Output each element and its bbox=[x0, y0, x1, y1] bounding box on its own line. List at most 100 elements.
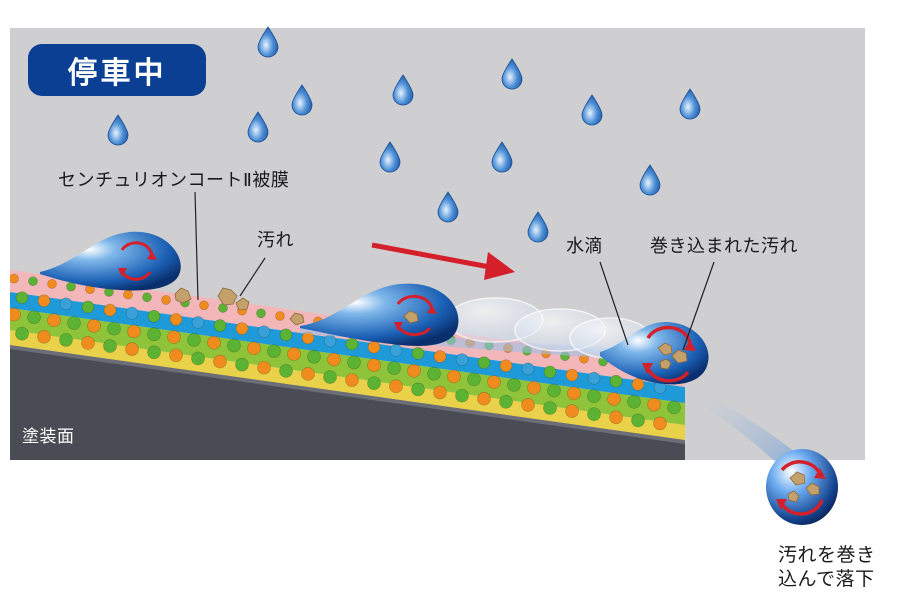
coating-particle bbox=[169, 313, 183, 326]
paint-surface-label: 塗装面 bbox=[22, 427, 75, 447]
coating-particle bbox=[455, 353, 469, 366]
coating-particle bbox=[81, 300, 95, 314]
rotation-arrows-icon bbox=[118, 241, 157, 281]
coating-particle bbox=[187, 333, 201, 347]
coating-particle bbox=[161, 295, 171, 305]
coating-particle bbox=[587, 371, 601, 385]
coating-particle bbox=[67, 316, 81, 330]
water-droplet-middle bbox=[300, 283, 459, 346]
coating-particle bbox=[81, 336, 95, 350]
falling-label-line1: 汚れを巻き bbox=[778, 544, 876, 566]
coating-particle bbox=[279, 328, 293, 342]
trapped-dirt-label: 巻き込まれた汚れ bbox=[650, 236, 798, 257]
coating-particle bbox=[191, 316, 205, 329]
coating-particle bbox=[147, 345, 161, 360]
coating-particle bbox=[307, 349, 321, 364]
coating-particle bbox=[547, 383, 561, 398]
coating-particle bbox=[631, 378, 645, 391]
coating-particle bbox=[587, 407, 601, 421]
coating-particle bbox=[411, 347, 425, 360]
water-drop-label: 水滴 bbox=[566, 236, 603, 257]
coating-particle bbox=[347, 355, 361, 370]
coating-particle bbox=[609, 374, 623, 388]
coating-particle bbox=[87, 319, 101, 333]
coating-particle bbox=[59, 297, 73, 311]
coating-particle bbox=[37, 329, 51, 344]
coating-particle bbox=[367, 358, 381, 373]
rain-drop-icon bbox=[291, 84, 313, 116]
coating-particle bbox=[275, 311, 285, 321]
falling-label: 汚れを巻き 込んで落下 bbox=[778, 544, 908, 592]
rain-drop-icon bbox=[247, 111, 269, 143]
coating-particle bbox=[27, 310, 41, 325]
coating-particle bbox=[607, 392, 621, 406]
coating-particle bbox=[107, 321, 121, 336]
coating-particle bbox=[59, 333, 73, 347]
coating-particle bbox=[279, 364, 293, 378]
coating-particle bbox=[467, 372, 481, 387]
coating-particle bbox=[653, 416, 667, 431]
coating-particle bbox=[213, 354, 227, 369]
coating-particle bbox=[301, 367, 315, 381]
coating-particle bbox=[191, 351, 205, 366]
rain-drops bbox=[107, 26, 701, 243]
coating-particle bbox=[407, 364, 421, 378]
coating-particle bbox=[47, 313, 61, 327]
coating-particle bbox=[213, 319, 227, 332]
coating-particle bbox=[587, 389, 601, 403]
coating-particle bbox=[367, 340, 381, 354]
coating-particle bbox=[142, 292, 152, 303]
coating-particle bbox=[235, 322, 249, 335]
coating-particle bbox=[103, 303, 117, 317]
coating-particle bbox=[543, 365, 557, 379]
coating-particle bbox=[543, 401, 557, 415]
coating-particle bbox=[447, 369, 461, 384]
coating-particle bbox=[487, 375, 501, 389]
rain-drop-icon bbox=[639, 164, 661, 196]
coating-particle bbox=[227, 338, 241, 353]
coating-particle bbox=[235, 357, 249, 372]
rain-drop-icon bbox=[501, 58, 523, 90]
coating-particle bbox=[10, 273, 19, 284]
rain-drop-icon bbox=[679, 88, 701, 120]
coating-particle bbox=[477, 356, 491, 370]
coating-particle bbox=[609, 410, 623, 425]
coating-particle bbox=[477, 391, 491, 406]
coating-particle bbox=[207, 335, 221, 350]
coating-particle bbox=[169, 348, 183, 363]
coating-particle bbox=[28, 276, 38, 287]
coating-particle bbox=[527, 380, 541, 395]
coating-particle bbox=[455, 388, 469, 403]
coating-particle bbox=[433, 385, 447, 400]
coating-particle bbox=[631, 413, 645, 428]
coating-particle bbox=[199, 300, 209, 311]
coating-particle bbox=[125, 306, 139, 320]
coating-particle bbox=[37, 294, 51, 308]
coating-particle bbox=[247, 341, 261, 356]
coating-particle bbox=[323, 370, 337, 384]
coating-particle bbox=[387, 361, 401, 375]
status-badge: 停車中 bbox=[28, 44, 206, 96]
coating-particle bbox=[103, 339, 117, 353]
rain-drop-icon bbox=[257, 26, 279, 58]
coating-particle bbox=[327, 352, 341, 367]
coating-particle bbox=[147, 309, 161, 323]
coating-particles bbox=[10, 273, 684, 431]
coating-particle bbox=[367, 376, 381, 391]
coating-particle bbox=[10, 307, 21, 322]
falling-label-line2: 込んで落下 bbox=[778, 567, 875, 590]
coating-particle bbox=[389, 344, 403, 357]
rain-drop-icon bbox=[491, 141, 513, 173]
coating-particle bbox=[256, 308, 266, 319]
coating-particle bbox=[411, 382, 425, 397]
coating-particle bbox=[521, 398, 535, 412]
coating-particle bbox=[267, 344, 281, 358]
paint-surface bbox=[10, 345, 685, 460]
rain-drop-icon bbox=[379, 141, 401, 173]
rain-drop-icon bbox=[437, 191, 459, 223]
coating-particle bbox=[433, 350, 447, 363]
coating-particle bbox=[565, 404, 579, 418]
coating-particle bbox=[15, 326, 29, 341]
rotation-arrows-icon bbox=[394, 294, 437, 337]
